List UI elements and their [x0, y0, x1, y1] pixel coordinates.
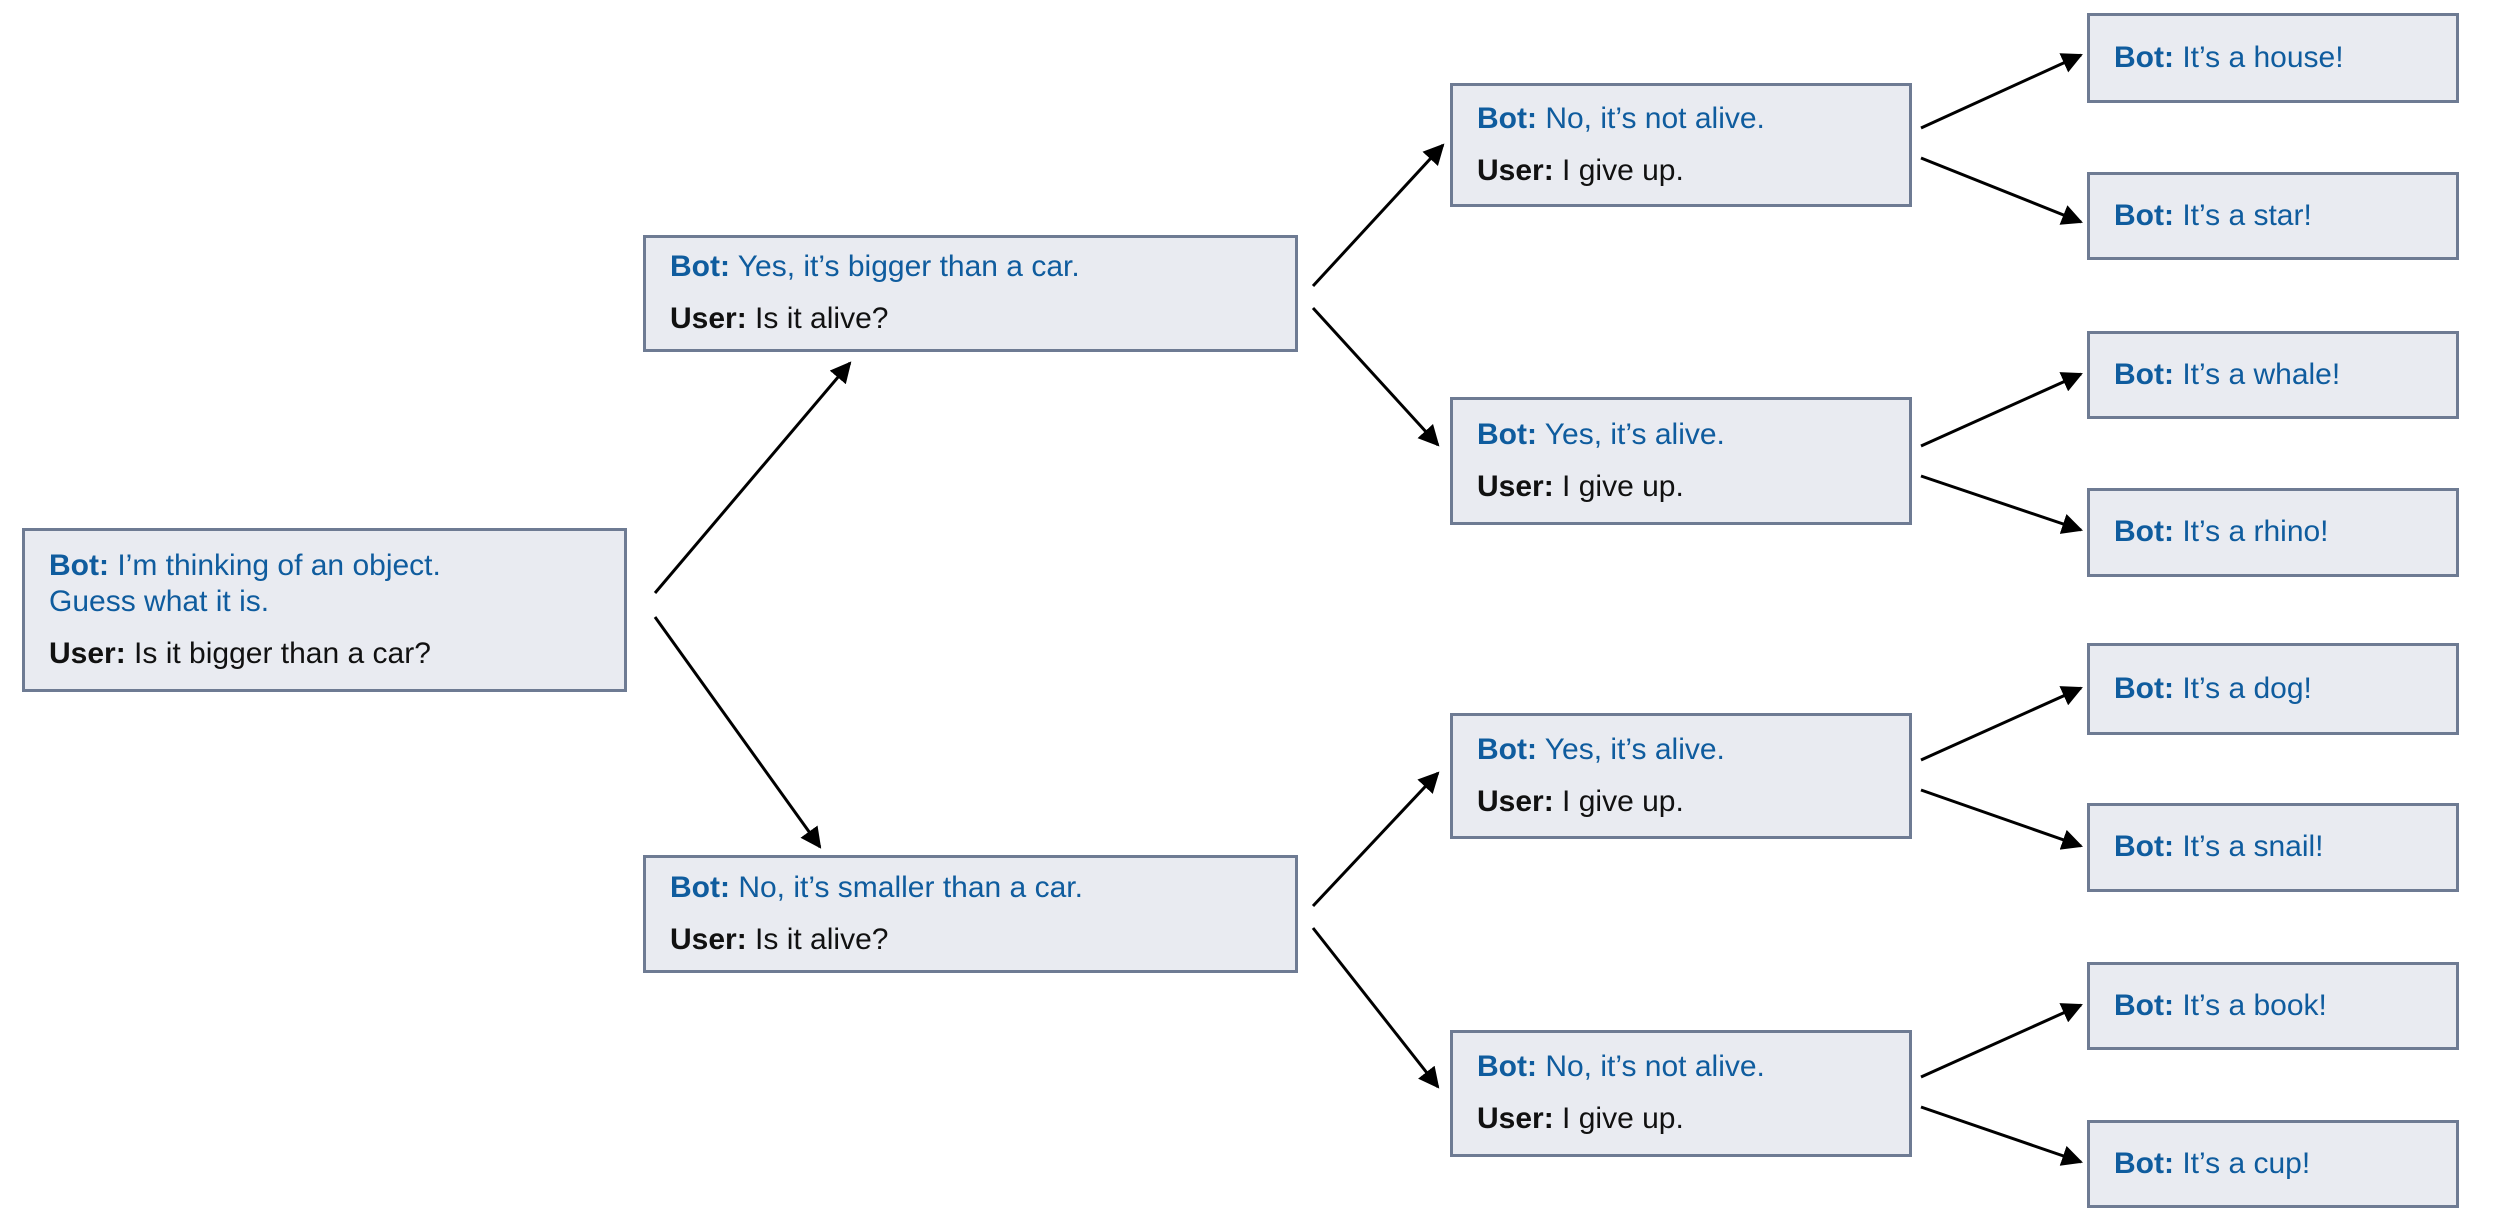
- bot-turn: Bot: No, it’s not alive.: [1477, 1049, 1891, 1086]
- bot-message: It’s a snail!: [2182, 830, 2324, 864]
- user-label: User:: [670, 922, 747, 956]
- bot-message: Guess what it is.: [49, 585, 270, 619]
- bot-message: It’s a rhino!: [2182, 515, 2329, 549]
- bot-label: Bot:: [2114, 515, 2174, 549]
- bot-label: Bot:: [1477, 732, 1537, 766]
- user-turn: User: Is it bigger than a car?: [49, 636, 606, 673]
- user-message: Is it bigger than a car?: [134, 636, 431, 670]
- bot-turn: Bot: No, it’s not alive.: [1477, 101, 1891, 138]
- user-message: Is it alive?: [755, 922, 889, 956]
- bot-label: Bot:: [1477, 417, 1537, 451]
- edge-bigger-alive: [1311, 306, 1440, 447]
- user-turn: User: I give up.: [1477, 784, 1891, 821]
- bot-turn: Bot: It’s a snail!: [2114, 829, 2438, 866]
- node-answer-house: Bot: It’s a house!: [2087, 13, 2459, 103]
- bot-label: Bot:: [49, 548, 109, 582]
- edge-notalive-star: [1920, 156, 2083, 225]
- bot-message: I’m thinking of an object.: [117, 548, 441, 582]
- bot-message: It’s a star!: [2182, 198, 2312, 232]
- edge-alive-whale: [1920, 372, 2083, 448]
- bot-message: No, it’s smaller than a car.: [738, 870, 1083, 904]
- bot-message: Yes, it’s alive.: [1544, 732, 1725, 766]
- bot-label: Bot:: [2114, 357, 2174, 391]
- bot-label: Bot:: [1477, 101, 1537, 135]
- node-answer-dog: Bot: It’s a dog!: [2087, 643, 2459, 735]
- edge-alive-dog: [1920, 686, 2083, 762]
- edge-smaller-notalive: [1311, 927, 1440, 1089]
- bot-turn: Bot: Yes, it’s alive.: [1477, 417, 1891, 454]
- bot-label: Bot:: [2114, 988, 2174, 1022]
- user-turn: User: I give up.: [1477, 153, 1891, 190]
- bot-turn: Bot: No, it’s smaller than a car.: [670, 870, 1277, 907]
- bot-label: Bot:: [1477, 1050, 1537, 1084]
- node-answer-star: Bot: It’s a star!: [2087, 172, 2459, 260]
- node-smaller-than-car: Bot: No, it’s smaller than a car. User: …: [643, 855, 1298, 973]
- node-answer-rhino: Bot: It’s a rhino!: [2087, 488, 2459, 577]
- user-message: I give up.: [1562, 784, 1684, 818]
- bot-label: Bot:: [2114, 1146, 2174, 1180]
- edge-alive-rhino: [1920, 474, 2083, 534]
- user-turn: User: I give up.: [1477, 1101, 1891, 1138]
- user-label: User:: [1477, 784, 1554, 818]
- bot-turn: Bot: It’s a rhino!: [2114, 514, 2438, 551]
- node-smaller-alive: Bot: Yes, it’s alive. User: I give up.: [1450, 713, 1912, 839]
- bot-message: It’s a cup!: [2182, 1146, 2311, 1180]
- user-message: I give up.: [1562, 469, 1684, 503]
- node-bigger-not-alive: Bot: No, it’s not alive. User: I give up…: [1450, 83, 1912, 207]
- user-label: User:: [1477, 1102, 1554, 1135]
- bot-turn: Bot: It’s a book!: [2114, 988, 2438, 1025]
- bot-message: Yes, it’s bigger than a car.: [737, 250, 1080, 284]
- bot-message: No, it’s not alive.: [1545, 101, 1765, 135]
- bot-label: Bot:: [670, 870, 730, 904]
- user-turn: User: I give up.: [1477, 469, 1891, 506]
- node-root: Bot: I’m thinking of an object. Guess wh…: [22, 528, 627, 692]
- edge-root-bigger: [653, 361, 852, 594]
- node-answer-book: Bot: It’s a book!: [2087, 962, 2459, 1050]
- node-answer-cup: Bot: It’s a cup!: [2087, 1120, 2459, 1208]
- edge-bigger-notalive: [1311, 143, 1445, 288]
- bot-label: Bot:: [2114, 830, 2174, 864]
- user-message: Is it alive?: [755, 302, 889, 335]
- edge-alive-snail: [1920, 788, 2083, 850]
- bot-message: It’s a whale!: [2182, 357, 2341, 391]
- node-smaller-not-alive: Bot: No, it’s not alive. User: I give up…: [1450, 1030, 1912, 1157]
- node-answer-snail: Bot: It’s a snail!: [2087, 803, 2459, 892]
- bot-label: Bot:: [2114, 198, 2174, 232]
- edge-notalive-house: [1920, 53, 2083, 130]
- bot-turn: Bot: It’s a cup!: [2114, 1146, 2438, 1183]
- user-label: User:: [1477, 469, 1554, 503]
- edge-notalive-book: [1920, 1003, 2083, 1079]
- bot-turn: Bot: Yes, it’s bigger than a car.: [670, 249, 1277, 286]
- bot-turn: Bot: Yes, it’s alive.: [1477, 732, 1891, 769]
- bot-turn: Bot: It’s a star!: [2114, 198, 2438, 235]
- user-label: User:: [670, 302, 747, 335]
- bot-message: It’s a house!: [2182, 40, 2344, 74]
- user-message: I give up.: [1562, 153, 1684, 187]
- edge-root-smaller: [653, 616, 822, 849]
- bot-label: Bot:: [2114, 671, 2174, 705]
- bot-message: Yes, it’s alive.: [1544, 417, 1725, 451]
- bot-label: Bot:: [2114, 40, 2174, 74]
- bot-message: It’s a book!: [2182, 988, 2327, 1022]
- user-label: User:: [1477, 153, 1554, 187]
- bot-message: No, it’s not alive.: [1545, 1050, 1765, 1084]
- bot-turn: Bot: It’s a whale!: [2114, 357, 2438, 394]
- bot-turn: Bot: It’s a dog!: [2114, 671, 2438, 708]
- edge-smaller-alive: [1311, 771, 1440, 908]
- node-bigger-than-car: Bot: Yes, it’s bigger than a car. User: …: [643, 235, 1298, 352]
- bot-label: Bot:: [670, 250, 730, 284]
- bot-message: It’s a dog!: [2182, 671, 2312, 705]
- node-bigger-alive: Bot: Yes, it’s alive. User: I give up.: [1450, 397, 1912, 525]
- user-turn: User: Is it alive?: [670, 922, 1277, 959]
- user-label: User:: [49, 636, 126, 670]
- node-answer-whale: Bot: It’s a whale!: [2087, 331, 2459, 419]
- user-message: I give up.: [1562, 1102, 1684, 1135]
- bot-turn: Bot: It’s a house!: [2114, 40, 2438, 77]
- user-turn: User: Is it alive?: [670, 301, 1277, 338]
- edge-notalive-cup: [1920, 1105, 2083, 1166]
- bot-turn: Bot: I’m thinking of an object. Guess wh…: [49, 548, 606, 621]
